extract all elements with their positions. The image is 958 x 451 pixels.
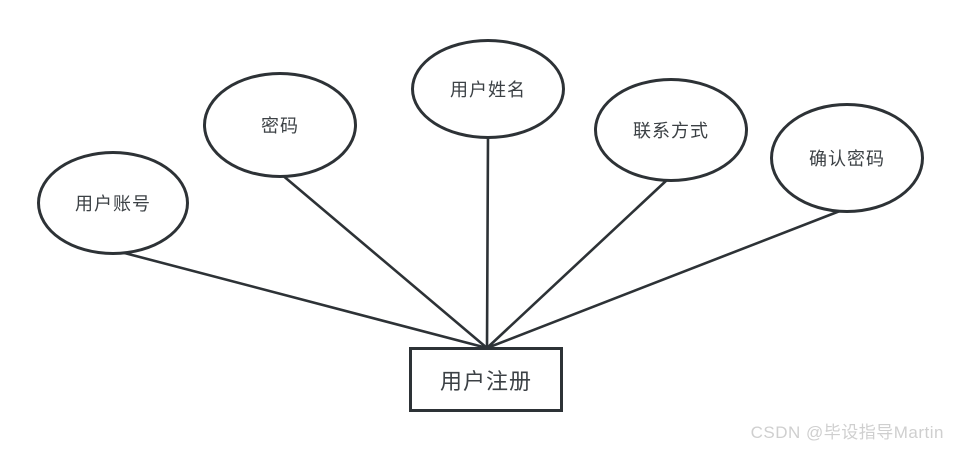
connector-confirm-password-line [485,207,847,350]
attribute-label-confirm-password: 确认密码 [809,149,885,169]
connector-password-line [279,172,489,350]
attribute-node-password[interactable]: 密码 [203,72,357,178]
attribute-label-user-name: 用户姓名 [450,80,526,100]
entity-node-user-register[interactable]: 用户注册 [409,347,563,412]
attribute-node-user-account[interactable]: 用户账号 [37,151,189,255]
attribute-node-confirm-password[interactable]: 确认密码 [770,103,924,213]
connector-user-name-line [485,134,490,350]
watermark-text: CSDN @毕设指导Martin [750,423,944,442]
attribute-node-contact[interactable]: 联系方式 [594,78,748,182]
attribute-label-password: 密码 [261,116,299,136]
connector-user-account-line [111,248,489,350]
entity-label-user-register: 用户注册 [439,368,532,394]
attribute-label-contact: 联系方式 [633,121,709,141]
attribute-node-user-name[interactable]: 用户姓名 [411,39,565,139]
attribute-label-user-account: 用户账号 [75,194,151,214]
connector-contact-line [485,177,670,350]
